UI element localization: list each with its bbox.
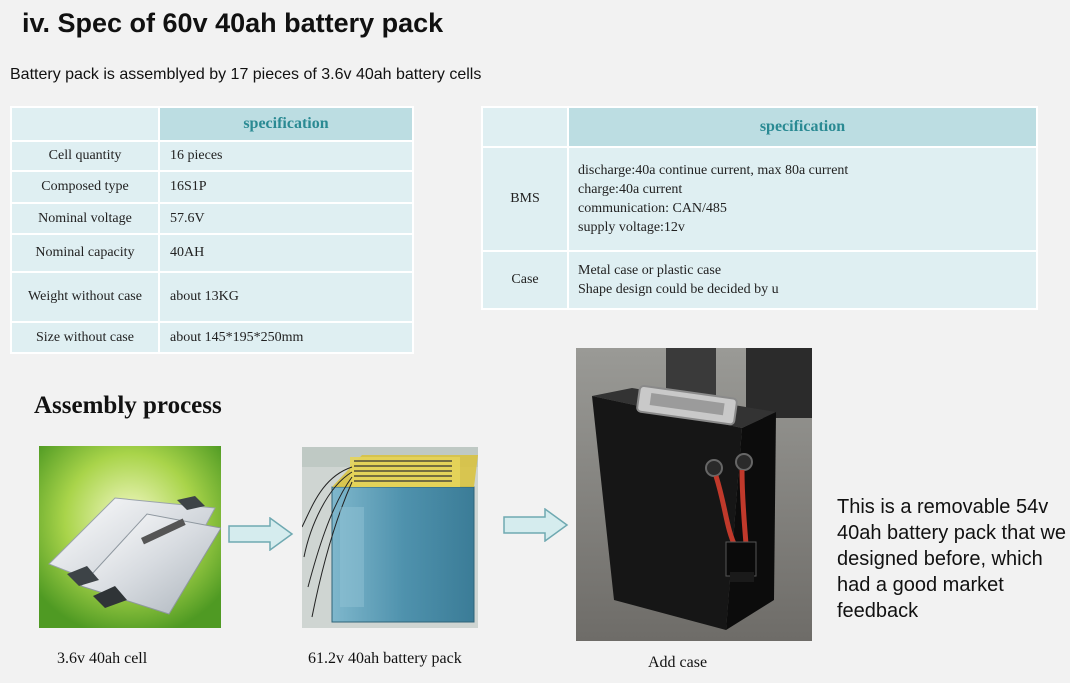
table-row: Size without case about 145*195*250mm — [10, 321, 414, 354]
spec-key: Cell quantity — [10, 140, 160, 172]
spec-value: about 13KG — [158, 271, 414, 323]
spec-line: discharge:40a continue current, max 80a … — [578, 163, 849, 178]
spec-key: Composed type — [10, 170, 160, 204]
table-header: specification — [567, 106, 1038, 148]
spec-key: Case — [481, 250, 569, 310]
spec-line: Shape design could be decided by u — [578, 282, 779, 297]
arrow-right-icon — [228, 517, 294, 551]
arrow-right-icon — [503, 508, 569, 542]
table-header: specification — [158, 106, 414, 142]
spec-key: BMS — [481, 146, 569, 252]
assembly-title: Assembly process — [34, 392, 222, 419]
table-row: BMS discharge:40a continue current, max … — [481, 146, 1038, 252]
caption-pack: 61.2v 40ah battery pack — [308, 650, 462, 667]
spec-value: Metal case or plastic case Shape design … — [567, 250, 1038, 310]
spec-value: 16 pieces — [158, 140, 414, 172]
table-header-row: specification — [481, 106, 1038, 148]
page-title: iv. Spec of 60v 40ah battery pack — [22, 8, 444, 38]
spec-key: Nominal voltage — [10, 202, 160, 235]
case-photo — [576, 348, 812, 641]
table-row: Composed type 16S1P — [10, 170, 414, 204]
spec-value: discharge:40a continue current, max 80a … — [567, 146, 1038, 252]
table-header-blank — [10, 106, 160, 142]
pack-photo — [302, 447, 478, 628]
spec-table-left: specification Cell quantity 16 pieces Co… — [10, 106, 414, 354]
table-row: Cell quantity 16 pieces — [10, 140, 414, 172]
spec-table-right: specification BMS discharge:40a continue… — [481, 106, 1038, 310]
spec-line: communication: CAN/485 — [578, 201, 727, 216]
page-subtitle: Battery pack is assemblyed by 17 pieces … — [10, 66, 482, 83]
battery-pack-image — [302, 447, 478, 628]
cell-photo — [39, 446, 221, 628]
battery-case-image — [576, 348, 812, 641]
product-note: This is a removable 54v 40ah battery pac… — [837, 496, 1067, 622]
spec-key: Nominal capacity — [10, 233, 160, 273]
spec-value: about 145*195*250mm — [158, 321, 414, 354]
table-row: Nominal capacity 40AH — [10, 233, 414, 273]
spec-value: 16S1P — [158, 170, 414, 204]
table-row: Weight without case about 13KG — [10, 271, 414, 323]
caption-case: Add case — [648, 654, 708, 671]
table-header-blank — [481, 106, 569, 148]
caption-cell: 3.6v 40ah cell — [57, 650, 148, 667]
table-row: Case Metal case or plastic case Shape de… — [481, 250, 1038, 310]
spec-key: Size without case — [10, 321, 160, 354]
spec-line: supply voltage:12v — [578, 220, 685, 235]
table-header-row: specification — [10, 106, 414, 142]
battery-cell-image — [39, 446, 221, 628]
table-row: Nominal voltage 57.6V — [10, 202, 414, 235]
spec-value: 40AH — [158, 233, 414, 273]
spec-line: Metal case or plastic case — [578, 263, 722, 278]
spec-key: Weight without case — [10, 271, 160, 323]
spec-line: charge:40a current — [578, 182, 683, 197]
spec-value: 57.6V — [158, 202, 414, 235]
